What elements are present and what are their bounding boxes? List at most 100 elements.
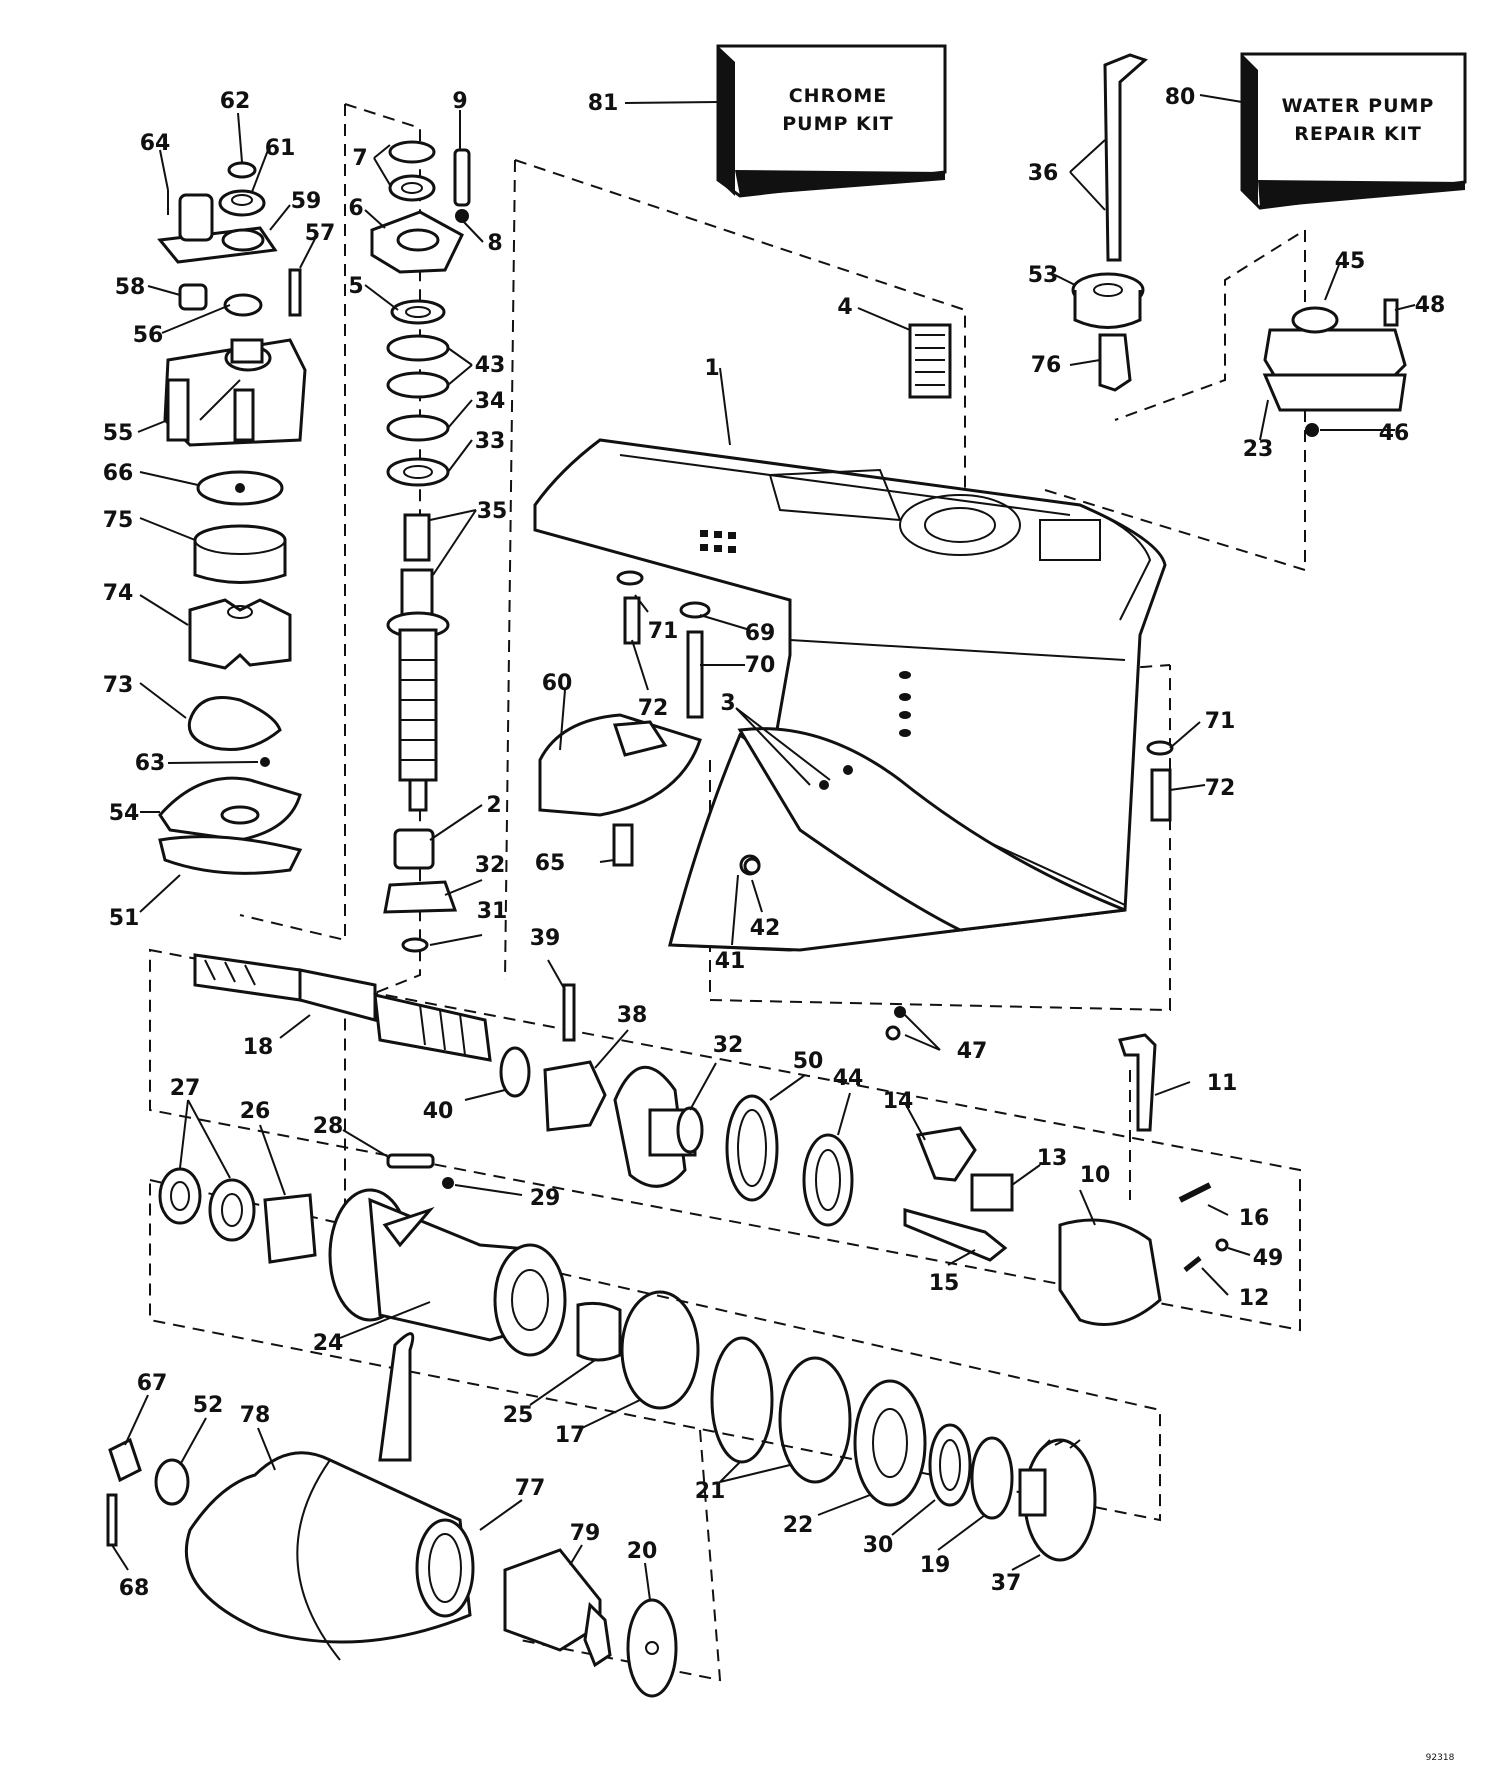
link-14: [915, 1126, 977, 1182]
callout: 36: [1028, 161, 1059, 186]
hub-77: [415, 1518, 475, 1618]
bearing-carrier-24: [328, 1188, 567, 1357]
callout: 31: [477, 899, 508, 924]
callout: 46: [1379, 421, 1410, 446]
callout: 8: [487, 231, 502, 256]
screw-28: [386, 1153, 435, 1169]
callout: 37: [991, 1571, 1022, 1596]
bracket-10: [1058, 1218, 1162, 1326]
callout: 20: [627, 1539, 658, 1564]
callout: 72: [1205, 776, 1236, 801]
retaining-ring-21a: [710, 1336, 774, 1464]
callout: 42: [750, 916, 781, 941]
callout: 34: [475, 389, 506, 414]
callout: 61: [265, 136, 296, 161]
pump-cover-59: [157, 193, 278, 264]
leader-lines: [111, 94, 1416, 1601]
propshaft-18: [193, 953, 492, 1062]
impeller-74: [188, 598, 292, 670]
callout: 5: [348, 274, 363, 299]
callout: 51: [109, 906, 140, 931]
callout-labels: 81 80 62 64 61 59 57 58 56 55 66 75 74 7…: [103, 85, 1446, 1601]
pin-12: [1183, 1256, 1202, 1272]
callout: 62: [220, 89, 251, 114]
callout: 3: [720, 691, 735, 716]
callout: 14: [883, 1089, 914, 1114]
callout: 38: [617, 1003, 648, 1028]
callout-81: 81: [588, 91, 619, 116]
callout: 73: [103, 673, 134, 698]
lower-skeg: [668, 727, 1126, 952]
water-tube-36: [1071, 53, 1148, 392]
washer-44: [802, 1133, 854, 1227]
water-kit-line1: WATER PUMP: [1282, 95, 1435, 117]
callout: 23: [1243, 437, 1274, 462]
callout: 11: [1207, 1071, 1238, 1096]
clutch-dog-38: [543, 1060, 607, 1132]
washer-30: [928, 1423, 972, 1507]
callout: 12: [1239, 1286, 1270, 1311]
callout: 24: [313, 1331, 344, 1356]
o-ring-73: [187, 696, 282, 752]
propeller-78: [184, 1332, 472, 1661]
plug-42: [743, 857, 761, 875]
callout: 58: [115, 275, 146, 300]
callout: 53: [1028, 263, 1059, 288]
bearing-26: [263, 1193, 317, 1264]
callout: 33: [475, 429, 506, 454]
callout: 26: [240, 1099, 271, 1124]
callout: 45: [1335, 249, 1366, 274]
callout: 1: [704, 356, 719, 381]
callout: 21: [695, 1479, 726, 1504]
callout: 67: [137, 1371, 168, 1396]
callout: 60: [542, 671, 573, 696]
callout: 74: [103, 581, 134, 606]
bearing-19: [970, 1436, 1014, 1520]
plate-54: [158, 776, 302, 842]
callout: 63: [135, 751, 166, 776]
chrome-pump-kit-box: CHROME PUMP KIT: [716, 44, 947, 198]
seal-27a: [158, 1167, 202, 1225]
pin-16: [1178, 1182, 1212, 1203]
callout-80: 80: [1165, 85, 1196, 110]
chrome-kit-line2: PUMP KIT: [782, 113, 894, 135]
trim-tab-60: [538, 713, 702, 867]
impeller-housing-75: [193, 524, 287, 584]
callout: 18: [243, 1035, 274, 1060]
washer-29: [442, 1177, 454, 1189]
callout: 13: [1037, 1146, 1068, 1171]
callout: 52: [193, 1393, 224, 1418]
washer-50: [725, 1094, 779, 1202]
callout: 68: [119, 1576, 150, 1601]
callout: 16: [1239, 1206, 1270, 1231]
driveshaft-parts: [370, 140, 471, 953]
pinion-gear-32: [613, 1065, 704, 1188]
callout: 48: [1415, 293, 1446, 318]
seal-27b: [208, 1178, 256, 1242]
thrust-washer-22: [853, 1379, 927, 1507]
callout: 7: [352, 146, 367, 171]
callout: 25: [503, 1403, 534, 1428]
callout: 70: [745, 653, 776, 678]
screws-69-72: [616, 570, 1174, 822]
water-kit-line2: REPAIR KIT: [1294, 123, 1422, 145]
callout: 40: [423, 1099, 454, 1124]
callout: 43: [475, 353, 506, 378]
callout: 28: [313, 1114, 344, 1139]
callout: 32: [713, 1033, 744, 1058]
bearing-25: [576, 1301, 622, 1362]
screw-57: [288, 268, 302, 317]
callout: 57: [305, 221, 336, 246]
spacer-79: [503, 1548, 612, 1668]
reverse-gear-37: [1018, 1438, 1097, 1562]
seal-56: [223, 293, 263, 317]
callout: 4: [837, 295, 852, 320]
callout: 35: [477, 499, 508, 524]
o-ring-17: [620, 1290, 700, 1410]
callout: 55: [103, 421, 134, 446]
pin-39: [562, 983, 576, 1042]
callout: 69: [745, 621, 776, 646]
callout: 72: [638, 696, 669, 721]
callout: 17: [555, 1423, 586, 1448]
